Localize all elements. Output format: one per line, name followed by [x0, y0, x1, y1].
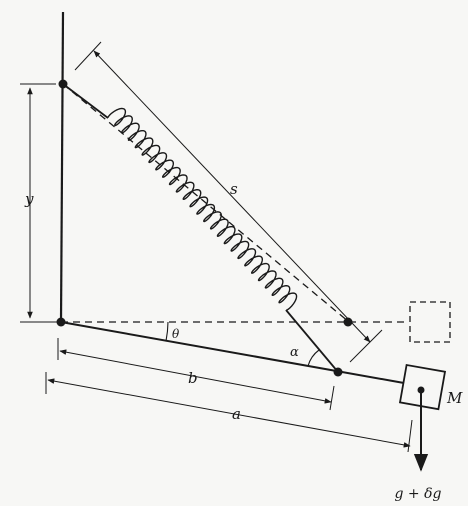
- alpha-arc: [307, 349, 320, 367]
- spring-beam-joint: [333, 367, 343, 377]
- y-label: y: [24, 190, 34, 208]
- a-dimension-arrow: [47, 378, 411, 448]
- beam: [60, 321, 405, 384]
- mass-rest-position-box: [409, 301, 451, 343]
- gravity-label: g + δg: [395, 486, 442, 502]
- mass-label: M: [446, 389, 463, 407]
- vertical-support: [59, 11, 65, 323]
- s-extension-top: [74, 41, 102, 71]
- a-label: a: [232, 405, 241, 423]
- spring-coil: [107, 107, 298, 311]
- bottom-pivot-joint: [56, 317, 66, 327]
- b-label: b: [188, 369, 198, 387]
- alpha-label: α: [290, 345, 299, 360]
- theta-arc: [165, 321, 169, 342]
- spring-top-rod: [62, 83, 109, 119]
- s-extension-bottom: [349, 329, 383, 363]
- s-label: s: [230, 180, 238, 198]
- s-dimension-arrow: [93, 50, 371, 343]
- theta-label: θ: [172, 327, 180, 341]
- top-pivot-joint: [58, 79, 68, 89]
- spring-rest-dashed-line: [62, 83, 350, 323]
